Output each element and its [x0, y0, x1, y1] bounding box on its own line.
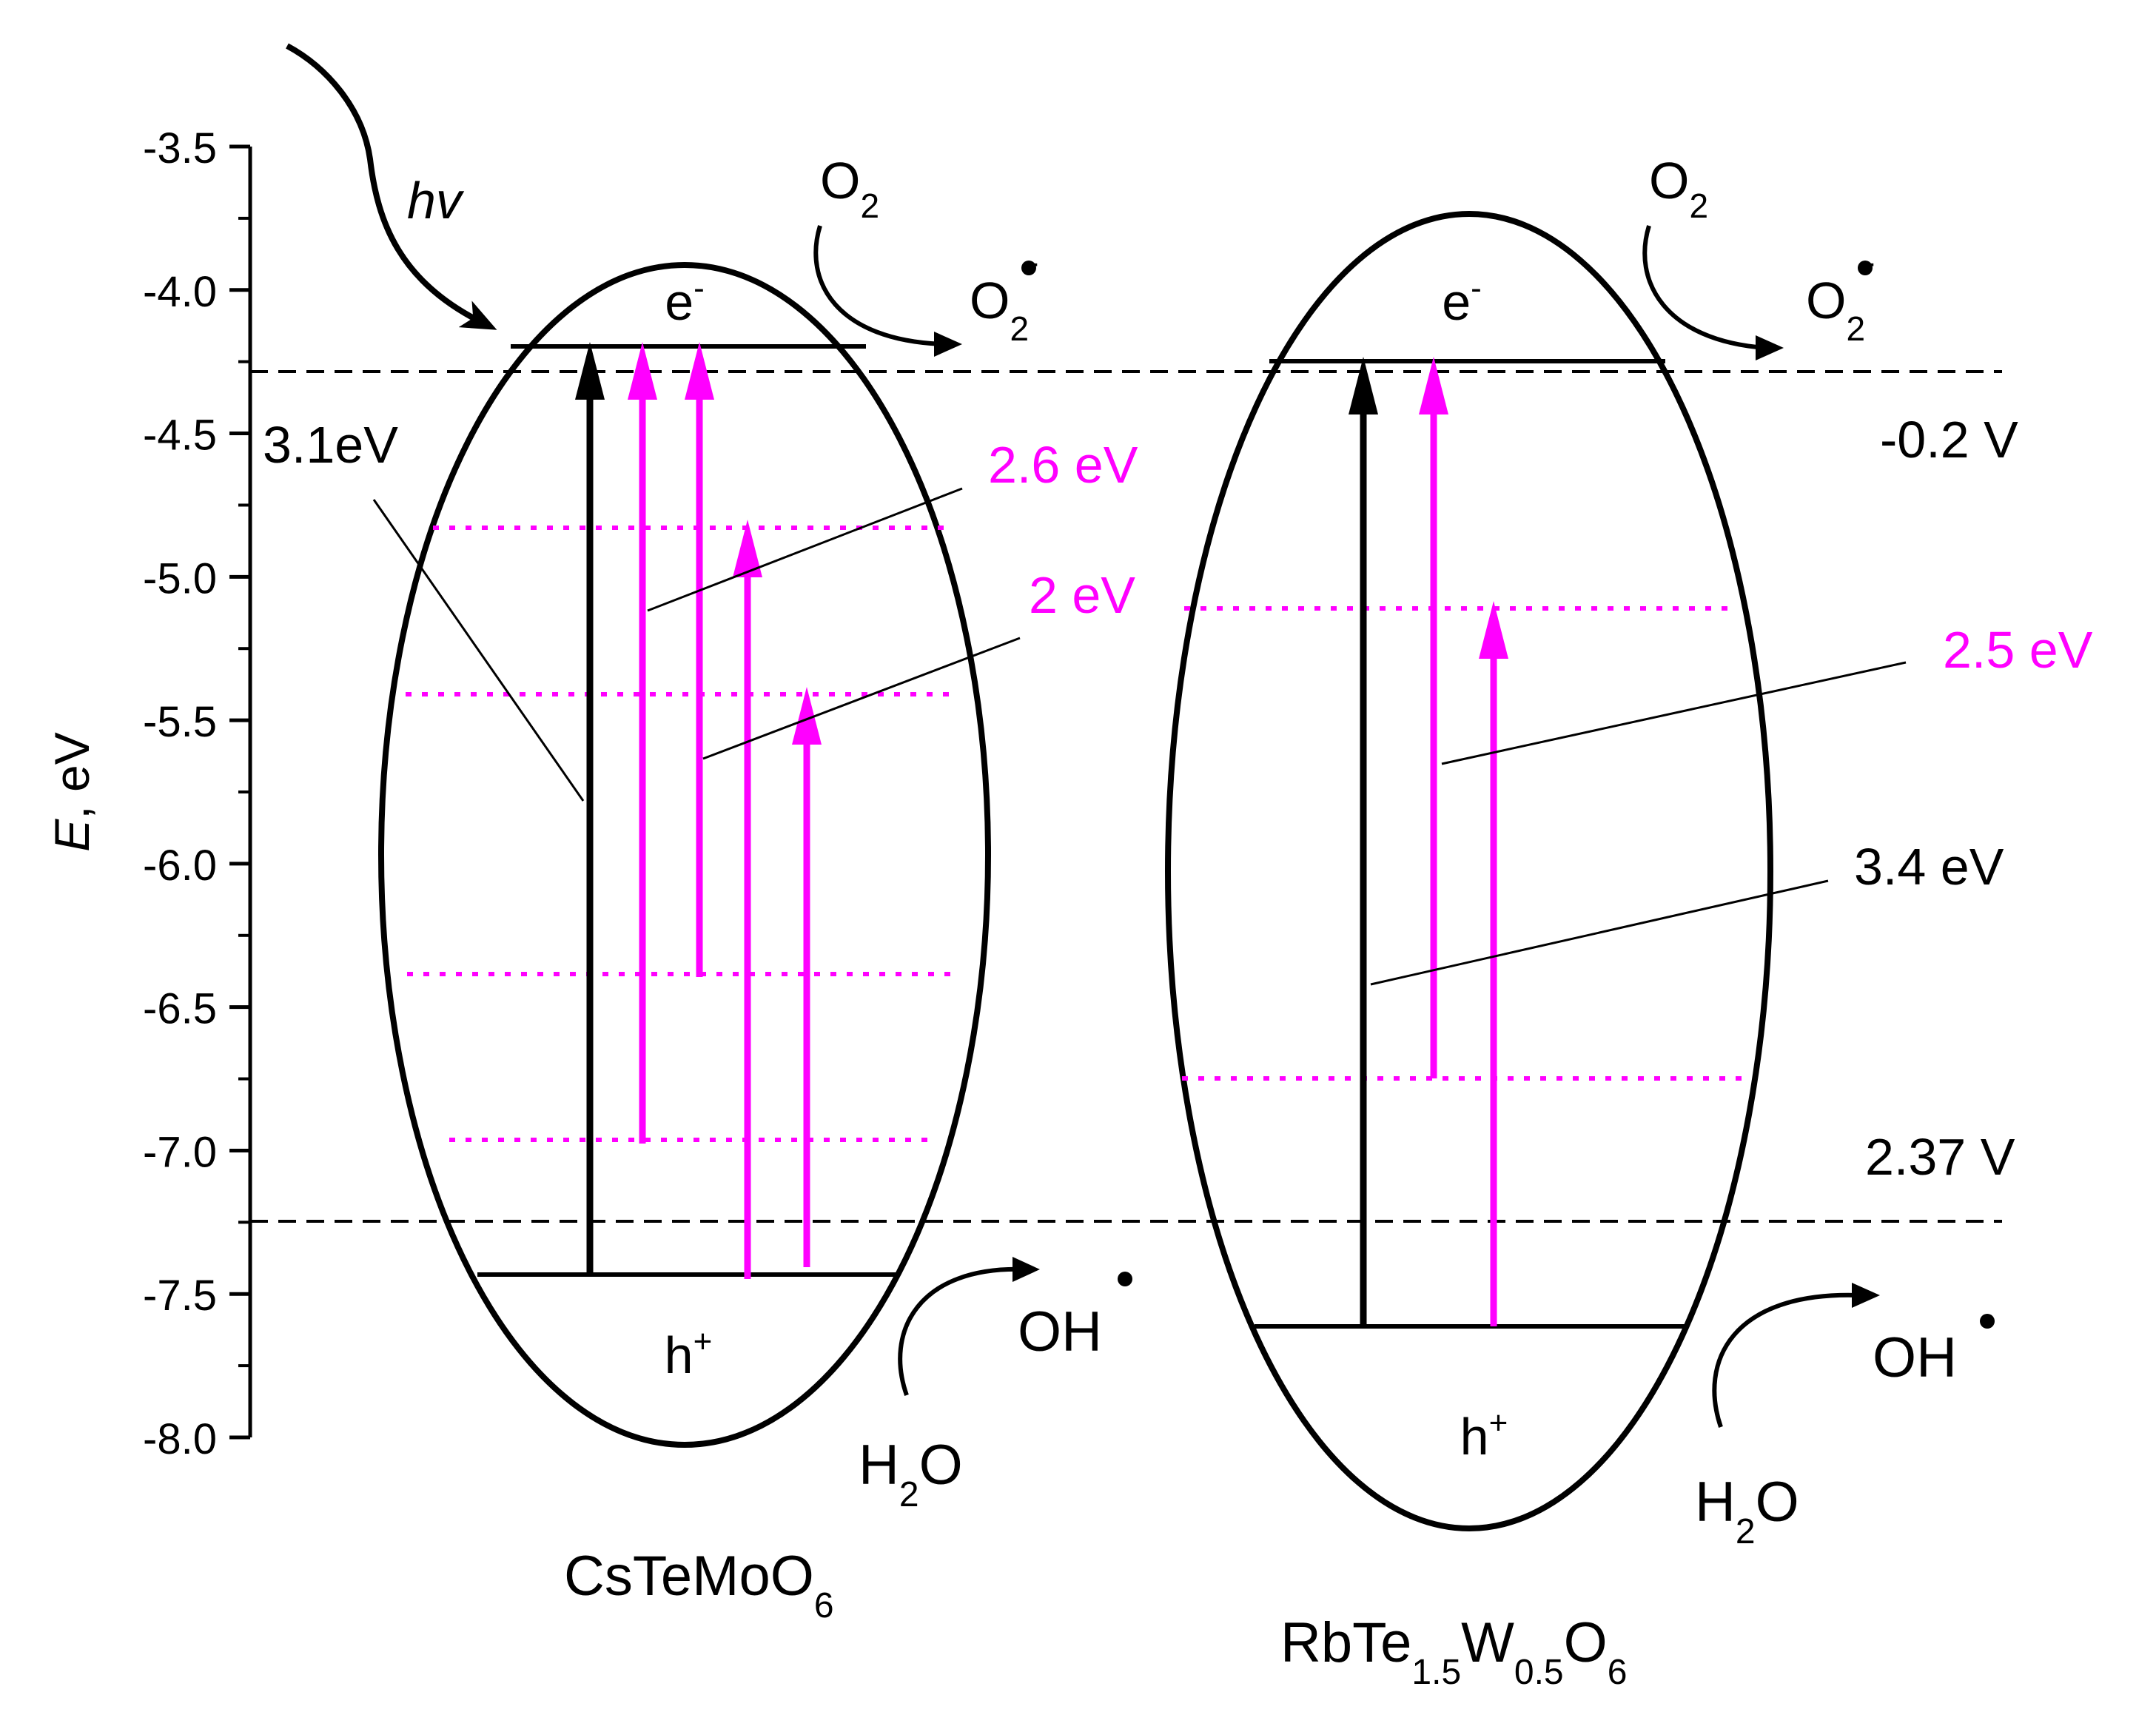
axis-tick-label: -8.0: [143, 1415, 217, 1463]
hole-label: h+: [1460, 1405, 1508, 1466]
superoxide-label: O2-: [970, 243, 1038, 348]
axis-tick-label: -7.5: [143, 1272, 217, 1320]
electron-label: e-: [1442, 270, 1482, 331]
reduction-curve-arrow: [1642, 225, 1766, 350]
axis-tick-label: -7.0: [143, 1128, 217, 1176]
band-gap-label: 3.4 eV: [1854, 838, 2004, 896]
band-gap-arrowhead: [575, 342, 605, 400]
radical-dot: [1021, 261, 1036, 275]
oxidation-curve-arrow: [1712, 1292, 1858, 1428]
material-cstemoo6: e- h+ 3.1eV 2.6 eV 2 eV CsTeMoO6 O2 O2- …: [263, 152, 1138, 1625]
superoxide-label: O2-: [1806, 243, 1875, 348]
defect-gap-label: 2 eV: [1029, 566, 1135, 624]
oxygen-label: O2: [1649, 152, 1708, 225]
defect-transition-arrowhead: [1479, 601, 1508, 659]
light-label: hv: [407, 172, 465, 229]
reduction-curve-arrow: [813, 225, 948, 348]
leader-line: [702, 637, 1021, 760]
energy-axis-label: E, eV: [44, 732, 99, 851]
oxidation-curve-arrow: [898, 1266, 1026, 1396]
reduction-arrowhead: [934, 332, 962, 357]
oxidation-arrowhead: [1012, 1257, 1040, 1282]
radical-dot: [1118, 1272, 1132, 1286]
radical-dot: [1858, 261, 1873, 275]
band-gap-label: 3.1eV: [263, 416, 398, 474]
leader-line: [1370, 879, 1829, 986]
reduction-arrowhead: [1756, 335, 1784, 360]
oxidation-potential-label: 2.37 V: [1865, 1128, 2015, 1186]
axis-tick-label: -4.0: [143, 268, 217, 316]
leader-line: [372, 499, 585, 802]
axis-ticks: -3.5 -4.0 -4.5 -5.0 -5.5 -6.0 -6.5 -7.0 -7.5 -8.0: [143, 124, 250, 1463]
oxygen-label: O2: [820, 152, 879, 225]
defect-transition-arrowhead: [792, 687, 822, 745]
hole-label: h+: [665, 1323, 713, 1384]
axis-tick-label: -4.5: [143, 412, 217, 460]
axis-tick-label: -3.5: [143, 124, 217, 172]
water-label: H2O: [1695, 1471, 1799, 1551]
defect-transition-arrowhead: [628, 342, 657, 400]
axis-tick-label: -5.0: [143, 554, 217, 602]
defect-gap-label: 2.6 eV: [988, 436, 1138, 494]
oxidation-arrowhead: [1852, 1283, 1880, 1308]
material-rbte15w05o6: e- h+ 2.5 eV 3.4 eV RbTe1.5W0.5O6 O2 O2-…: [1165, 152, 2093, 1692]
defect-gap-label: 2.5 eV: [1943, 621, 2093, 679]
hydroxyl-label: OH: [1018, 1300, 1102, 1363]
axis-tick-label: -5.5: [143, 698, 217, 746]
material-name: RbTe1.5W0.5O6: [1280, 1611, 1627, 1692]
band-ellipse: [1165, 211, 1773, 1531]
material-name: CsTeMoO6: [564, 1545, 834, 1625]
band-ellipse: [378, 262, 991, 1448]
band-gap-arrowhead: [1349, 357, 1378, 414]
energy-axis: -3.5 -4.0 -4.5 -5.0 -5.5 -6.0 -6.5 -7.0 -7.5 -8.0…: [44, 124, 252, 1463]
radical-dot: [1980, 1314, 1995, 1329]
reduction-potential-label: -0.2 V: [1880, 411, 2018, 469]
water-label: H2O: [859, 1434, 963, 1514]
axis-tick-label: -6.0: [143, 842, 217, 890]
hydroxyl-label: OH: [1873, 1326, 1957, 1389]
light-arrow: [286, 43, 497, 330]
defect-transition-arrowhead: [685, 342, 714, 400]
defect-transition-arrowhead: [1419, 357, 1448, 414]
leader-line: [647, 487, 963, 612]
electron-label: e-: [665, 270, 705, 331]
defect-transition-arrowhead: [733, 520, 762, 577]
axis-tick-label: -6.5: [143, 985, 217, 1033]
leader-line: [1441, 661, 1907, 765]
